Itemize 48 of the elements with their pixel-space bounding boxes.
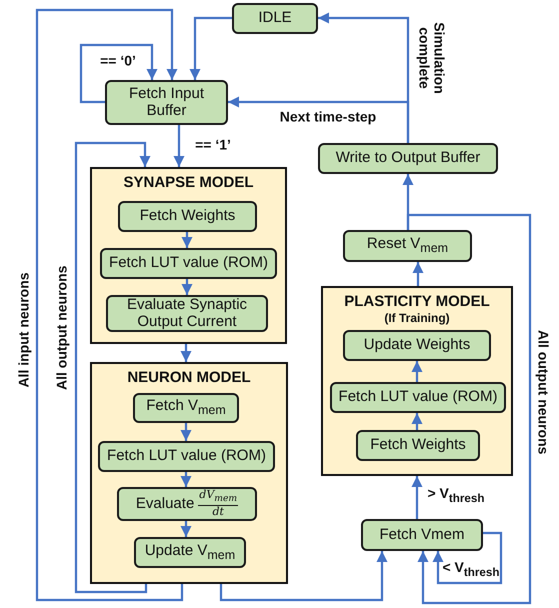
- process-box: Evaluate dV$_{mem}$ dt: [117, 487, 257, 521]
- process-box: Fetch LUT value (ROM): [330, 382, 506, 413]
- panel-title: PLASTICITY MODEL: [344, 293, 490, 311]
- arrow: [180, 344, 192, 362]
- process-box: Fetch V$_{mem}$: [133, 393, 239, 423]
- arrow: [190, 16, 232, 80]
- process-box: Update V$_{mem}$: [134, 537, 246, 568]
- process-box: Reset V$_{mem}$: [343, 230, 472, 262]
- arrow: [412, 361, 422, 382]
- process-box: Write to Output Buffer: [318, 143, 498, 174]
- process-box: Fetch LUT value (ROM): [98, 441, 275, 472]
- arrow: [412, 476, 422, 519]
- edge-label: == ‘1’: [195, 137, 231, 153]
- model-panel: [90, 362, 288, 584]
- arrow: [80, 44, 158, 104]
- arrow: [174, 125, 184, 167]
- panel-title: SYNAPSE MODEL: [123, 174, 254, 192]
- arrow: [182, 279, 192, 295]
- arrow: [74, 142, 150, 594]
- edge-label: Simulation complete: [416, 21, 446, 96]
- arrow: [182, 232, 192, 248]
- process-box: Update Weights: [343, 330, 491, 361]
- arrow: [180, 521, 192, 537]
- model-panel: [321, 286, 513, 476]
- arrow: [228, 96, 410, 143]
- arrow: [406, 214, 532, 604]
- edge-label: All input neurons: [16, 272, 32, 388]
- edge-label: == ‘0’: [100, 53, 136, 69]
- model-panel: [90, 167, 287, 344]
- edge-label: < V$_{thresh}$: [442, 560, 500, 580]
- panel-subtitle: (If Training): [384, 311, 450, 326]
- process-box: IDLE: [232, 3, 318, 34]
- panel-title: NEURON MODEL: [127, 369, 251, 387]
- edge-label: Next time-step: [280, 109, 376, 125]
- process-box: Fetch LUT value (ROM): [100, 248, 277, 279]
- arrow: [432, 532, 502, 584]
- process-box: Fetch Weights: [356, 430, 480, 461]
- arrow: [180, 423, 192, 441]
- arrow: [36, 8, 184, 602]
- process-box: Fetch Vmem: [361, 519, 483, 551]
- arrow: [412, 413, 422, 430]
- arrow: [220, 551, 388, 602]
- process-box: Fetch Weights: [118, 201, 257, 232]
- arrow: [180, 472, 192, 487]
- arrow: [412, 262, 424, 286]
- process-box: Fetch Input Buffer: [105, 80, 228, 125]
- edge-label: > V$_{thresh}$: [427, 486, 485, 506]
- process-box: Evaluate Synaptic Output Current: [106, 295, 268, 332]
